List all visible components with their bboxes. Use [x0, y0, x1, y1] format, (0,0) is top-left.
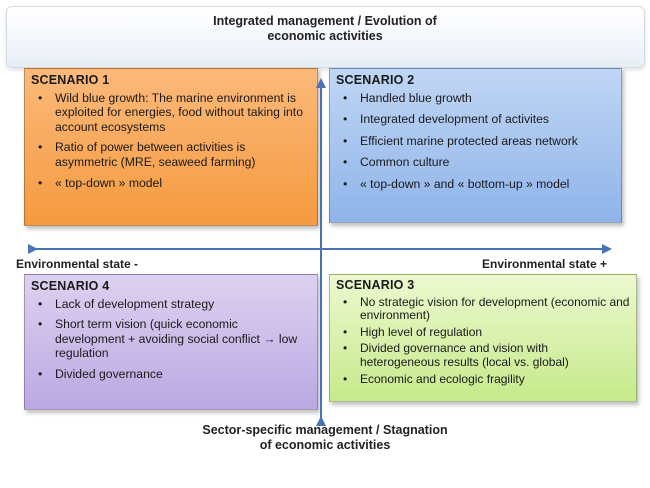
- scenario-3-title: SCENARIO 3: [336, 278, 415, 292]
- scenario-2-list: Handled blue growth Integrated developme…: [336, 91, 615, 192]
- scenario-4-item: Divided governance: [31, 367, 311, 382]
- bottom-axis-label: Sector-specific management / Stagnation …: [202, 423, 448, 452]
- scenario-2-item: Integrated development of activites: [336, 112, 615, 127]
- scenario-1-item: « top-down » model: [31, 176, 311, 191]
- top-header-band: [6, 6, 645, 68]
- left-axis-label: Environmental state -: [16, 257, 139, 271]
- scenario-2-item: Handled blue growth: [336, 91, 615, 106]
- scenario-1-list: Wild blue growth: The marine environment…: [31, 91, 311, 191]
- scenario-1-item: Ratio of power between activities is asy…: [31, 140, 311, 169]
- scenario-4-title: SCENARIO 4: [31, 279, 110, 293]
- scenario-2-item: Efficient marine protected areas network: [336, 134, 615, 149]
- top-axis-label: Integrated management / Evolution of eco…: [213, 14, 437, 43]
- right-axis-label: Environmental state +: [482, 257, 608, 271]
- scenario-4-item: Short term vision (quick economic develo…: [31, 317, 311, 361]
- scenario-4-list: Lack of development strategy Short term …: [31, 297, 311, 382]
- scenario-4-box: SCENARIO 4 Lack of development strategy …: [24, 274, 318, 410]
- scenario-2-title: SCENARIO 2: [336, 73, 415, 87]
- scenario-3-item: High level of regulation: [336, 325, 630, 340]
- scenario-3-list: No strategic vision for development (eco…: [336, 295, 630, 387]
- scenario-2-item: « top-down » and « bottom-up » model: [336, 177, 615, 192]
- scenario-3-item: Divided governance and vision with heter…: [336, 342, 630, 369]
- scenario-2-item: Common culture: [336, 155, 615, 170]
- scenario-4-item: Lack of development strategy: [31, 297, 311, 312]
- scenario-1-item: Wild blue growth: The marine environment…: [31, 91, 311, 135]
- scenario-3-box: SCENARIO 3 No strategic vision for devel…: [329, 274, 637, 402]
- scenario-3-item: Economic and ecologic fragility: [336, 372, 630, 387]
- scenario-3-item: No strategic vision for development (eco…: [336, 295, 630, 323]
- scenario-1-title: SCENARIO 1: [31, 73, 110, 87]
- scenario-2-box: SCENARIO 2 Handled blue growth Integrate…: [329, 68, 622, 223]
- scenario-1-box: SCENARIO 1 Wild blue growth: The marine …: [24, 68, 318, 226]
